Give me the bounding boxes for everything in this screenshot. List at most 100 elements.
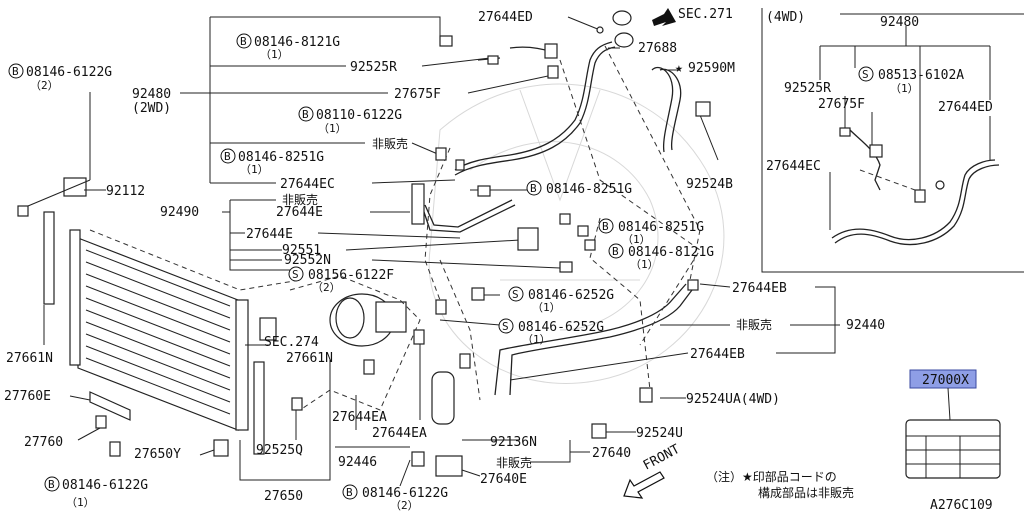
label-08146-8121G-b: 08146-8121G bbox=[628, 245, 714, 260]
label-92551: 92551 bbox=[282, 243, 321, 258]
label-08146-6122G-left: 08146-6122G bbox=[26, 65, 112, 80]
label-27644EB-top: 27644EB bbox=[732, 281, 787, 296]
screw-s-letter: S bbox=[512, 288, 519, 301]
label-92552N: 92552N bbox=[284, 253, 331, 268]
qty-h: （1） bbox=[66, 496, 95, 509]
label-08146-8251G-c: 08146-8251G bbox=[618, 220, 704, 235]
bolt-b-icon bbox=[44, 476, 60, 492]
inset-qty: （1） bbox=[890, 82, 919, 95]
label-92480: 92480 bbox=[132, 87, 171, 102]
label-note-1: （注）★印部品コードの bbox=[706, 469, 837, 484]
label-92524U: 92524U bbox=[636, 426, 683, 441]
screw-s-letter: S bbox=[502, 320, 509, 333]
screw-s-letter: S bbox=[862, 68, 869, 81]
label-92590M: 92590M bbox=[688, 61, 735, 76]
label-27644EB-mid: 27644EB bbox=[690, 347, 745, 362]
label-27644EA-a: 27644EA bbox=[332, 410, 387, 425]
screw-s-letter: S bbox=[292, 268, 299, 281]
inset-title: (4WD) bbox=[766, 10, 805, 25]
qty-c: （1） bbox=[240, 163, 269, 176]
label-92524B: 92524B bbox=[686, 177, 733, 192]
bolt-b-icon bbox=[298, 106, 314, 122]
inset-label-27675F: 27675F bbox=[818, 97, 865, 112]
qty-d: （1） bbox=[622, 233, 651, 246]
label-92112: 92112 bbox=[106, 184, 145, 199]
bolt-b-letter: B bbox=[48, 478, 55, 491]
label-27644EC: 27644EC bbox=[280, 177, 335, 192]
receiver-drier bbox=[431, 371, 463, 477]
label-92136N: 92136N bbox=[490, 435, 537, 450]
bolt-b-letter: B bbox=[224, 150, 231, 163]
bolt-b-icon bbox=[236, 33, 252, 49]
label-27760: 27760 bbox=[24, 435, 63, 450]
label-sec274: SEC.274 bbox=[264, 335, 319, 350]
bolt-b-letter: B bbox=[602, 220, 609, 233]
label-plate bbox=[905, 419, 1001, 479]
label-27644E-b: 27644E bbox=[246, 227, 293, 242]
qty-2b: （2） bbox=[312, 281, 341, 294]
label-08146-6122G-bl: 08146-6122G bbox=[62, 478, 148, 493]
label-27650: 27650 bbox=[264, 489, 303, 504]
qty-left: （2） bbox=[30, 79, 59, 92]
label-92490: 92490 bbox=[160, 205, 199, 220]
label-27650Y: 27650Y bbox=[134, 447, 181, 462]
label-hihanbai-2: 非販売 bbox=[282, 192, 318, 207]
label-92524UA: 92524UA(4WD) bbox=[686, 392, 780, 407]
pipes bbox=[419, 41, 693, 396]
label-hihanbai-4: 非販売 bbox=[496, 455, 532, 470]
screw-s-icon bbox=[508, 286, 524, 302]
label-92525R: 92525R bbox=[350, 60, 397, 75]
label-08146-8251G-a: 08146-8251G bbox=[238, 150, 324, 165]
fittings bbox=[291, 10, 711, 467]
label-27640: 27640 bbox=[592, 446, 631, 461]
qty-g: （1） bbox=[522, 333, 551, 346]
condenser bbox=[17, 177, 277, 457]
inset-label-92480: 92480 bbox=[880, 15, 919, 30]
inset-label-27644EC: 27644EC bbox=[766, 159, 821, 174]
label-08146-6252G-b: 08146-6252G bbox=[518, 320, 604, 335]
label-08146-8121G-a: 08146-8121G bbox=[254, 35, 340, 50]
label-92525Q: 92525Q bbox=[256, 443, 303, 458]
label-front: FRONT bbox=[641, 442, 683, 474]
qty-e: （1） bbox=[630, 258, 659, 271]
label-27688: 27688 bbox=[638, 41, 677, 56]
label-08110-6122G: 08110-6122G bbox=[316, 108, 402, 123]
label-27644E-a: 27644E bbox=[276, 205, 323, 220]
labels: SEC.271 27644ED B 08146-8121G （1） 27688 … bbox=[4, 7, 1001, 511]
bolt-b-letter: B bbox=[12, 65, 19, 78]
label-08146-6122G-bc: 08146-6122G bbox=[362, 486, 448, 501]
label-27644EA-b: 27644EA bbox=[372, 426, 427, 441]
bolt-b-icon bbox=[8, 63, 24, 79]
screw-s-icon bbox=[498, 318, 514, 334]
label-2wd: (2WD) bbox=[132, 101, 171, 116]
label-27675F: 27675F bbox=[394, 87, 441, 102]
bolt-b-icon bbox=[608, 243, 624, 259]
bolt-b-letter: B bbox=[530, 182, 537, 195]
bolt-b-icon bbox=[598, 218, 614, 234]
star-icon: ★ bbox=[675, 61, 683, 76]
label-08146-6252G-a: 08146-6252G bbox=[528, 288, 614, 303]
figure-code: A276C109 bbox=[930, 498, 993, 511]
leader-lines bbox=[27, 16, 840, 487]
qty-f: （1） bbox=[532, 301, 561, 314]
front-arrow-icon bbox=[623, 471, 665, 499]
screw-s-icon bbox=[288, 266, 304, 282]
bolt-b-letter: B bbox=[346, 486, 353, 499]
label-hihanbai-3: 非販売 bbox=[736, 317, 772, 332]
arrow-icon bbox=[652, 8, 676, 26]
bolt-b-icon bbox=[220, 148, 236, 164]
highlight-box bbox=[909, 369, 977, 389]
qty-b: （1） bbox=[318, 122, 347, 135]
label-08156-6122F: 08156-6122F bbox=[308, 268, 394, 283]
label-27000X: 27000X bbox=[922, 373, 969, 388]
label-92446: 92446 bbox=[338, 455, 377, 470]
bolt-b-letter: B bbox=[240, 35, 247, 48]
inset-label-08513-6102A: 08513-6102A bbox=[878, 68, 964, 83]
label-27661N-a: 27661N bbox=[6, 351, 53, 366]
bolt-b-icon bbox=[342, 484, 358, 500]
label-27661N-b: 27661N bbox=[286, 351, 333, 366]
label-sec271: SEC.271 bbox=[678, 7, 733, 22]
bolt-b-letter: B bbox=[302, 108, 309, 121]
screw-s-icon bbox=[858, 66, 874, 82]
